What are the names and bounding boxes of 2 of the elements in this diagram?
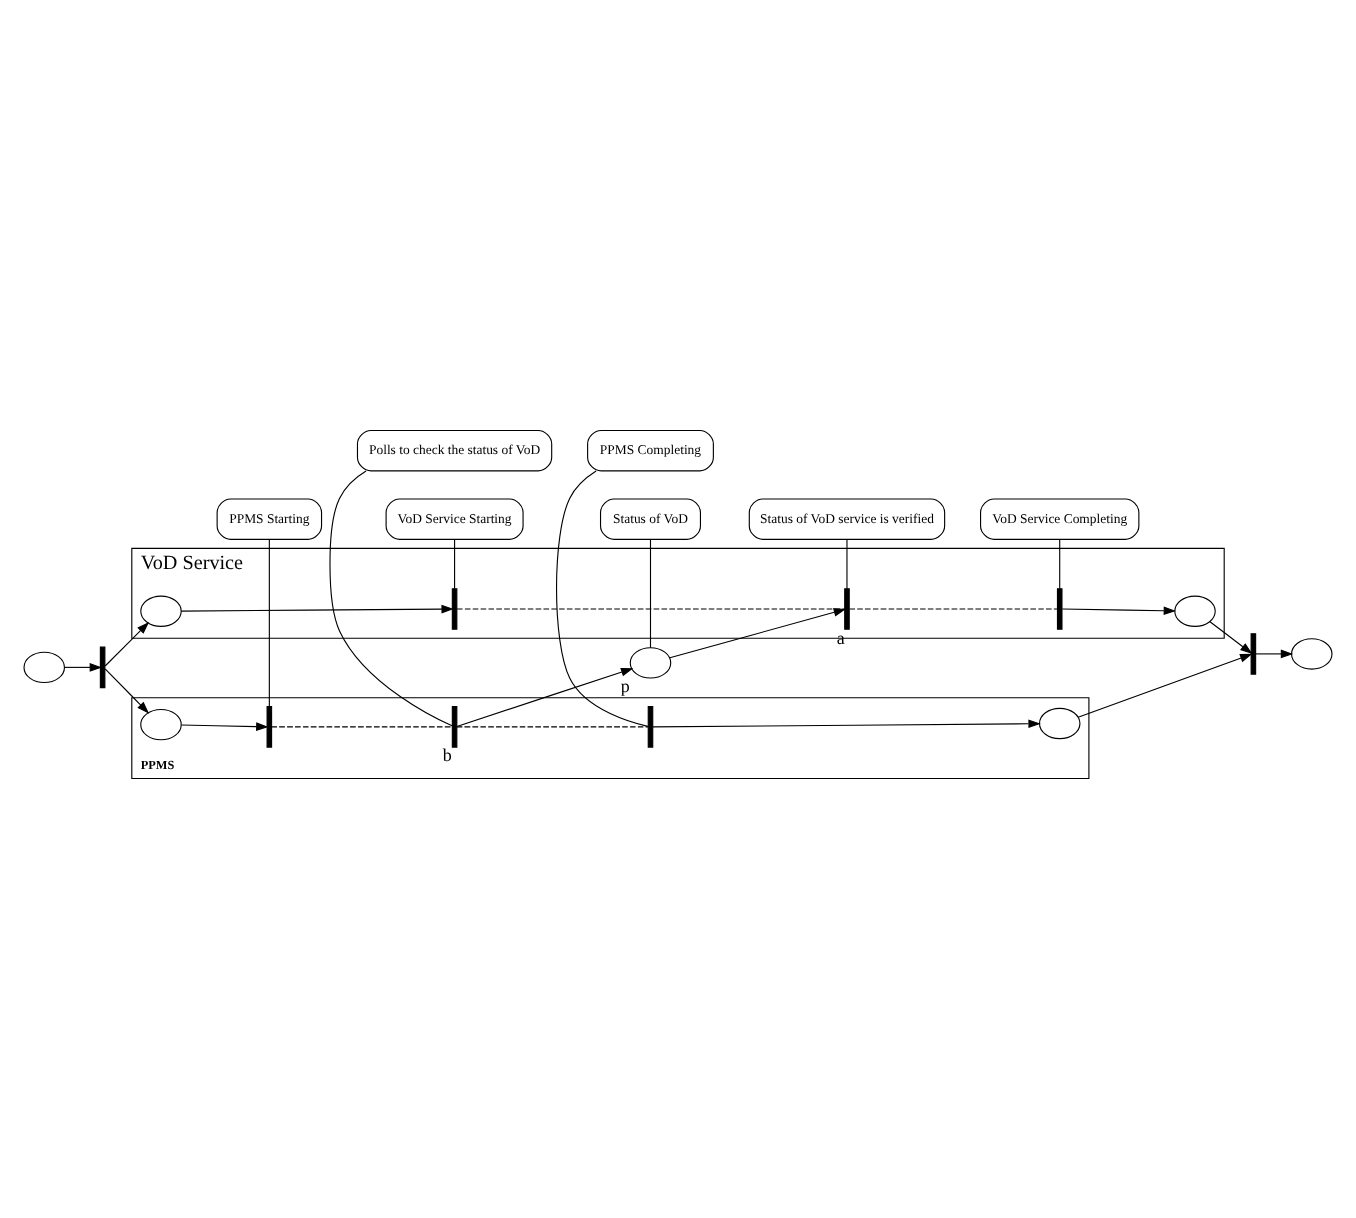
node-label: b bbox=[442, 745, 452, 766]
node-label: p bbox=[620, 676, 630, 697]
